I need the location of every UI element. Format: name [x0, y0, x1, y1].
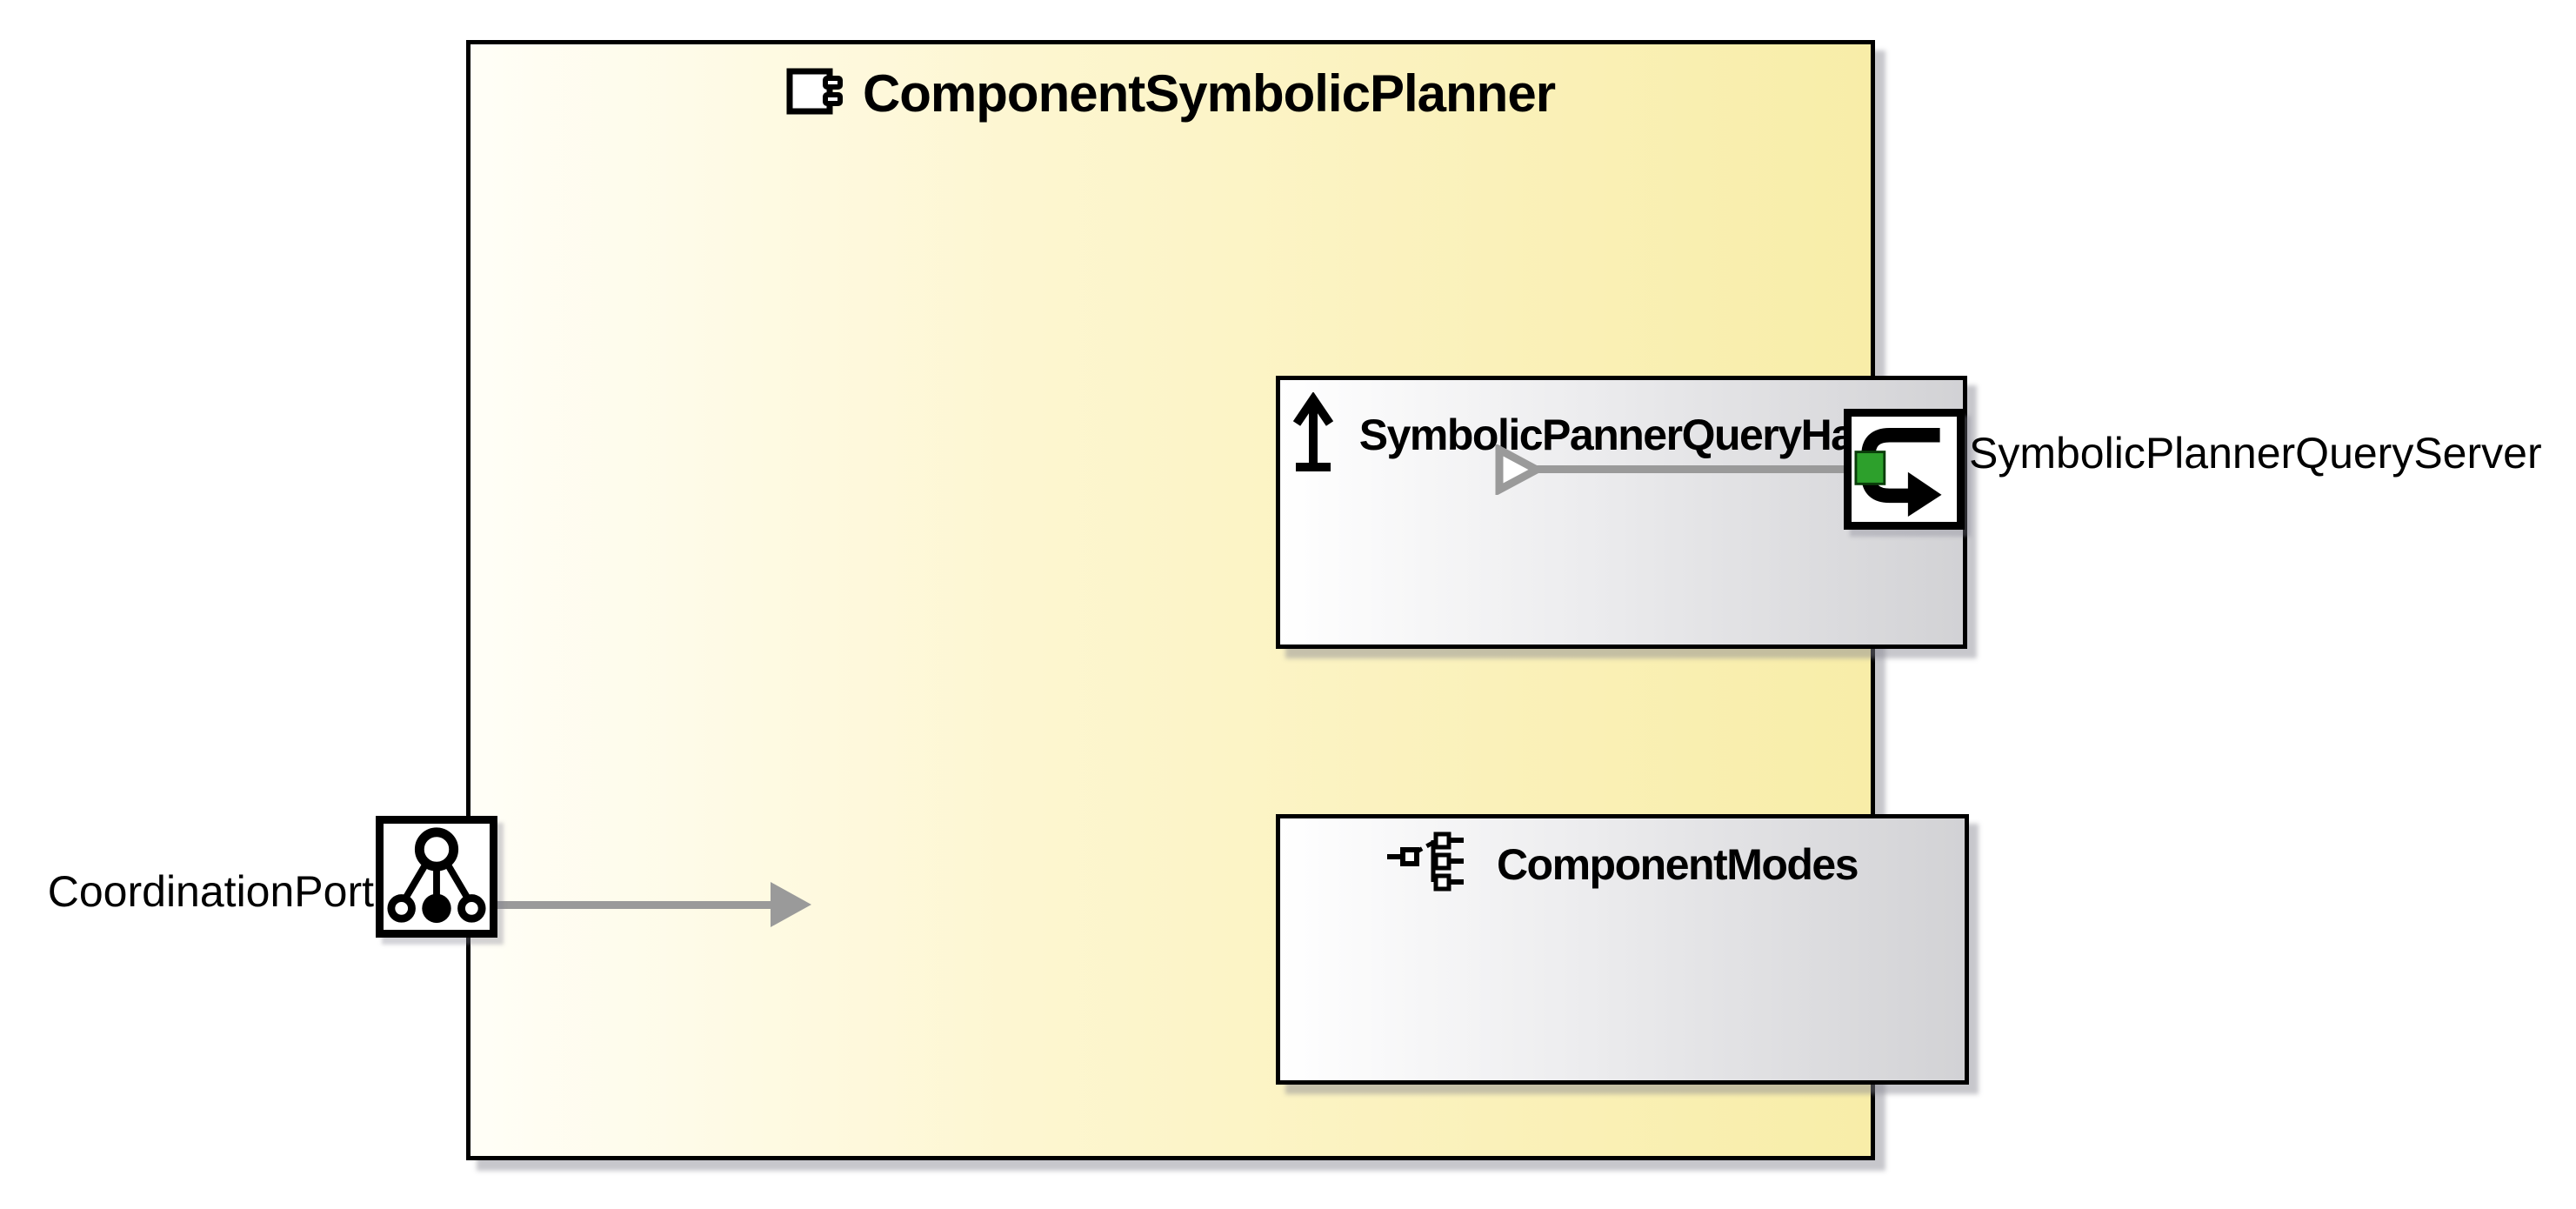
- up-arrow-icon: [1290, 391, 1337, 477]
- port-label-query-server: SymbolicPlannerQueryServer: [1969, 429, 2542, 478]
- connector-line: [494, 901, 774, 909]
- port-coordination[interactable]: [376, 816, 497, 938]
- solid-triangle-arrowhead: [771, 882, 811, 927]
- port-label-coordination: CoordinationPort: [47, 867, 374, 916]
- component-symbolic-planner-box[interactable]: ComponentSymbolicPlanner SymbolicPannerQ…: [466, 40, 1969, 1160]
- modes-tree-icon: [1386, 831, 1474, 898]
- connector-line: [1536, 465, 1845, 473]
- component-title: ComponentSymbolicPlanner: [862, 64, 1556, 123]
- modes-title-row: ComponentModes: [1280, 831, 1965, 898]
- component-modes-box[interactable]: ComponentModes: [1276, 814, 1969, 1085]
- port-symbolic-planner-query-server[interactable]: [1844, 409, 1965, 530]
- component-icon: [786, 67, 844, 120]
- coordination-tree-icon: [385, 824, 488, 931]
- loop-arrow-icon: [1853, 417, 1955, 522]
- modes-title: ComponentModes: [1496, 839, 1859, 889]
- component-title-row: ComponentSymbolicPlanner: [470, 63, 1871, 124]
- hollow-triangle-arrowhead: [1495, 444, 1542, 495]
